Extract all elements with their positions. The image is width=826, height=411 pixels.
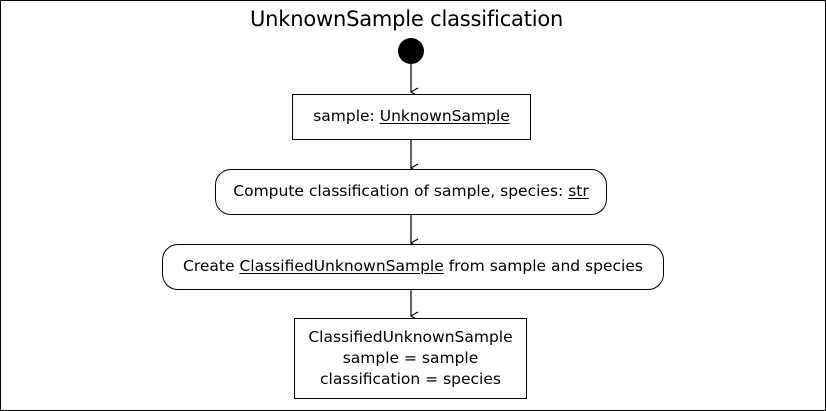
input-object-label: sample: UnknownSample	[313, 109, 510, 125]
compute-action-prefix: Compute classification of sample, specie…	[233, 182, 569, 201]
output-object-node: ClassifiedUnknownSample sample = sample …	[294, 318, 527, 399]
compute-action-label: Compute classification of sample, specie…	[233, 184, 588, 200]
create-action-type: ClassifiedUnknownSample	[239, 257, 444, 276]
compute-action-type: str	[568, 182, 589, 201]
diagram-title: UnknownSample classification	[250, 7, 564, 31]
create-action-suffix: from sample and species	[443, 257, 643, 276]
output-object-class-name: ClassifiedUnknownSample	[308, 328, 513, 346]
output-object-attr-classification: classification = species	[319, 370, 501, 388]
input-object-prefix: sample:	[313, 107, 380, 126]
create-action-label: Create ClassifiedUnknownSample from samp…	[183, 259, 643, 275]
output-object-attr-sample: sample = sample	[342, 349, 479, 367]
compute-action-node: Compute classification of sample, specie…	[215, 169, 607, 215]
output-object-lines: ClassifiedUnknownSample sample = sample …	[308, 327, 512, 390]
input-object-node: sample: UnknownSample	[292, 94, 531, 140]
input-object-type: UnknownSample	[379, 107, 510, 126]
create-action-node: Create ClassifiedUnknownSample from samp…	[162, 244, 664, 290]
initial-node	[398, 38, 424, 64]
create-action-prefix: Create	[183, 257, 240, 276]
